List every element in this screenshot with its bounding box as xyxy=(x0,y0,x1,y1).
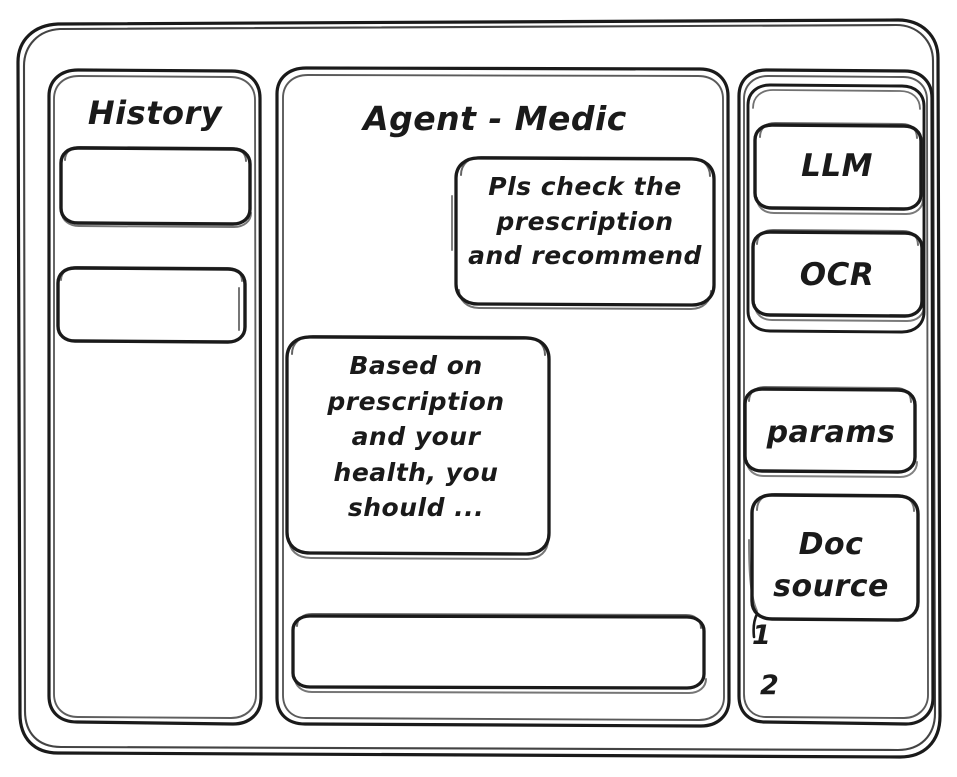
history-item-1[interactable] xyxy=(59,146,253,228)
params-label: params xyxy=(766,415,896,450)
assistant-message-text: Based on prescription and your health, y… xyxy=(327,351,505,522)
message-input[interactable] xyxy=(291,613,706,693)
doc-source-label: Doc source xyxy=(773,527,889,604)
doc-source-item-2[interactable]: 2 xyxy=(760,670,780,701)
user-message-text: Pls check the prescription and recommend xyxy=(468,172,702,270)
doc-source-item-1[interactable]: 1 xyxy=(752,620,772,651)
history-item-2[interactable] xyxy=(56,266,248,344)
tool-llm-label: LLM xyxy=(801,148,873,184)
history-panel-title: History xyxy=(87,94,223,132)
agent-panel-title: Agent - Medic xyxy=(363,99,627,138)
tool-ocr-label: OCR xyxy=(799,257,875,293)
